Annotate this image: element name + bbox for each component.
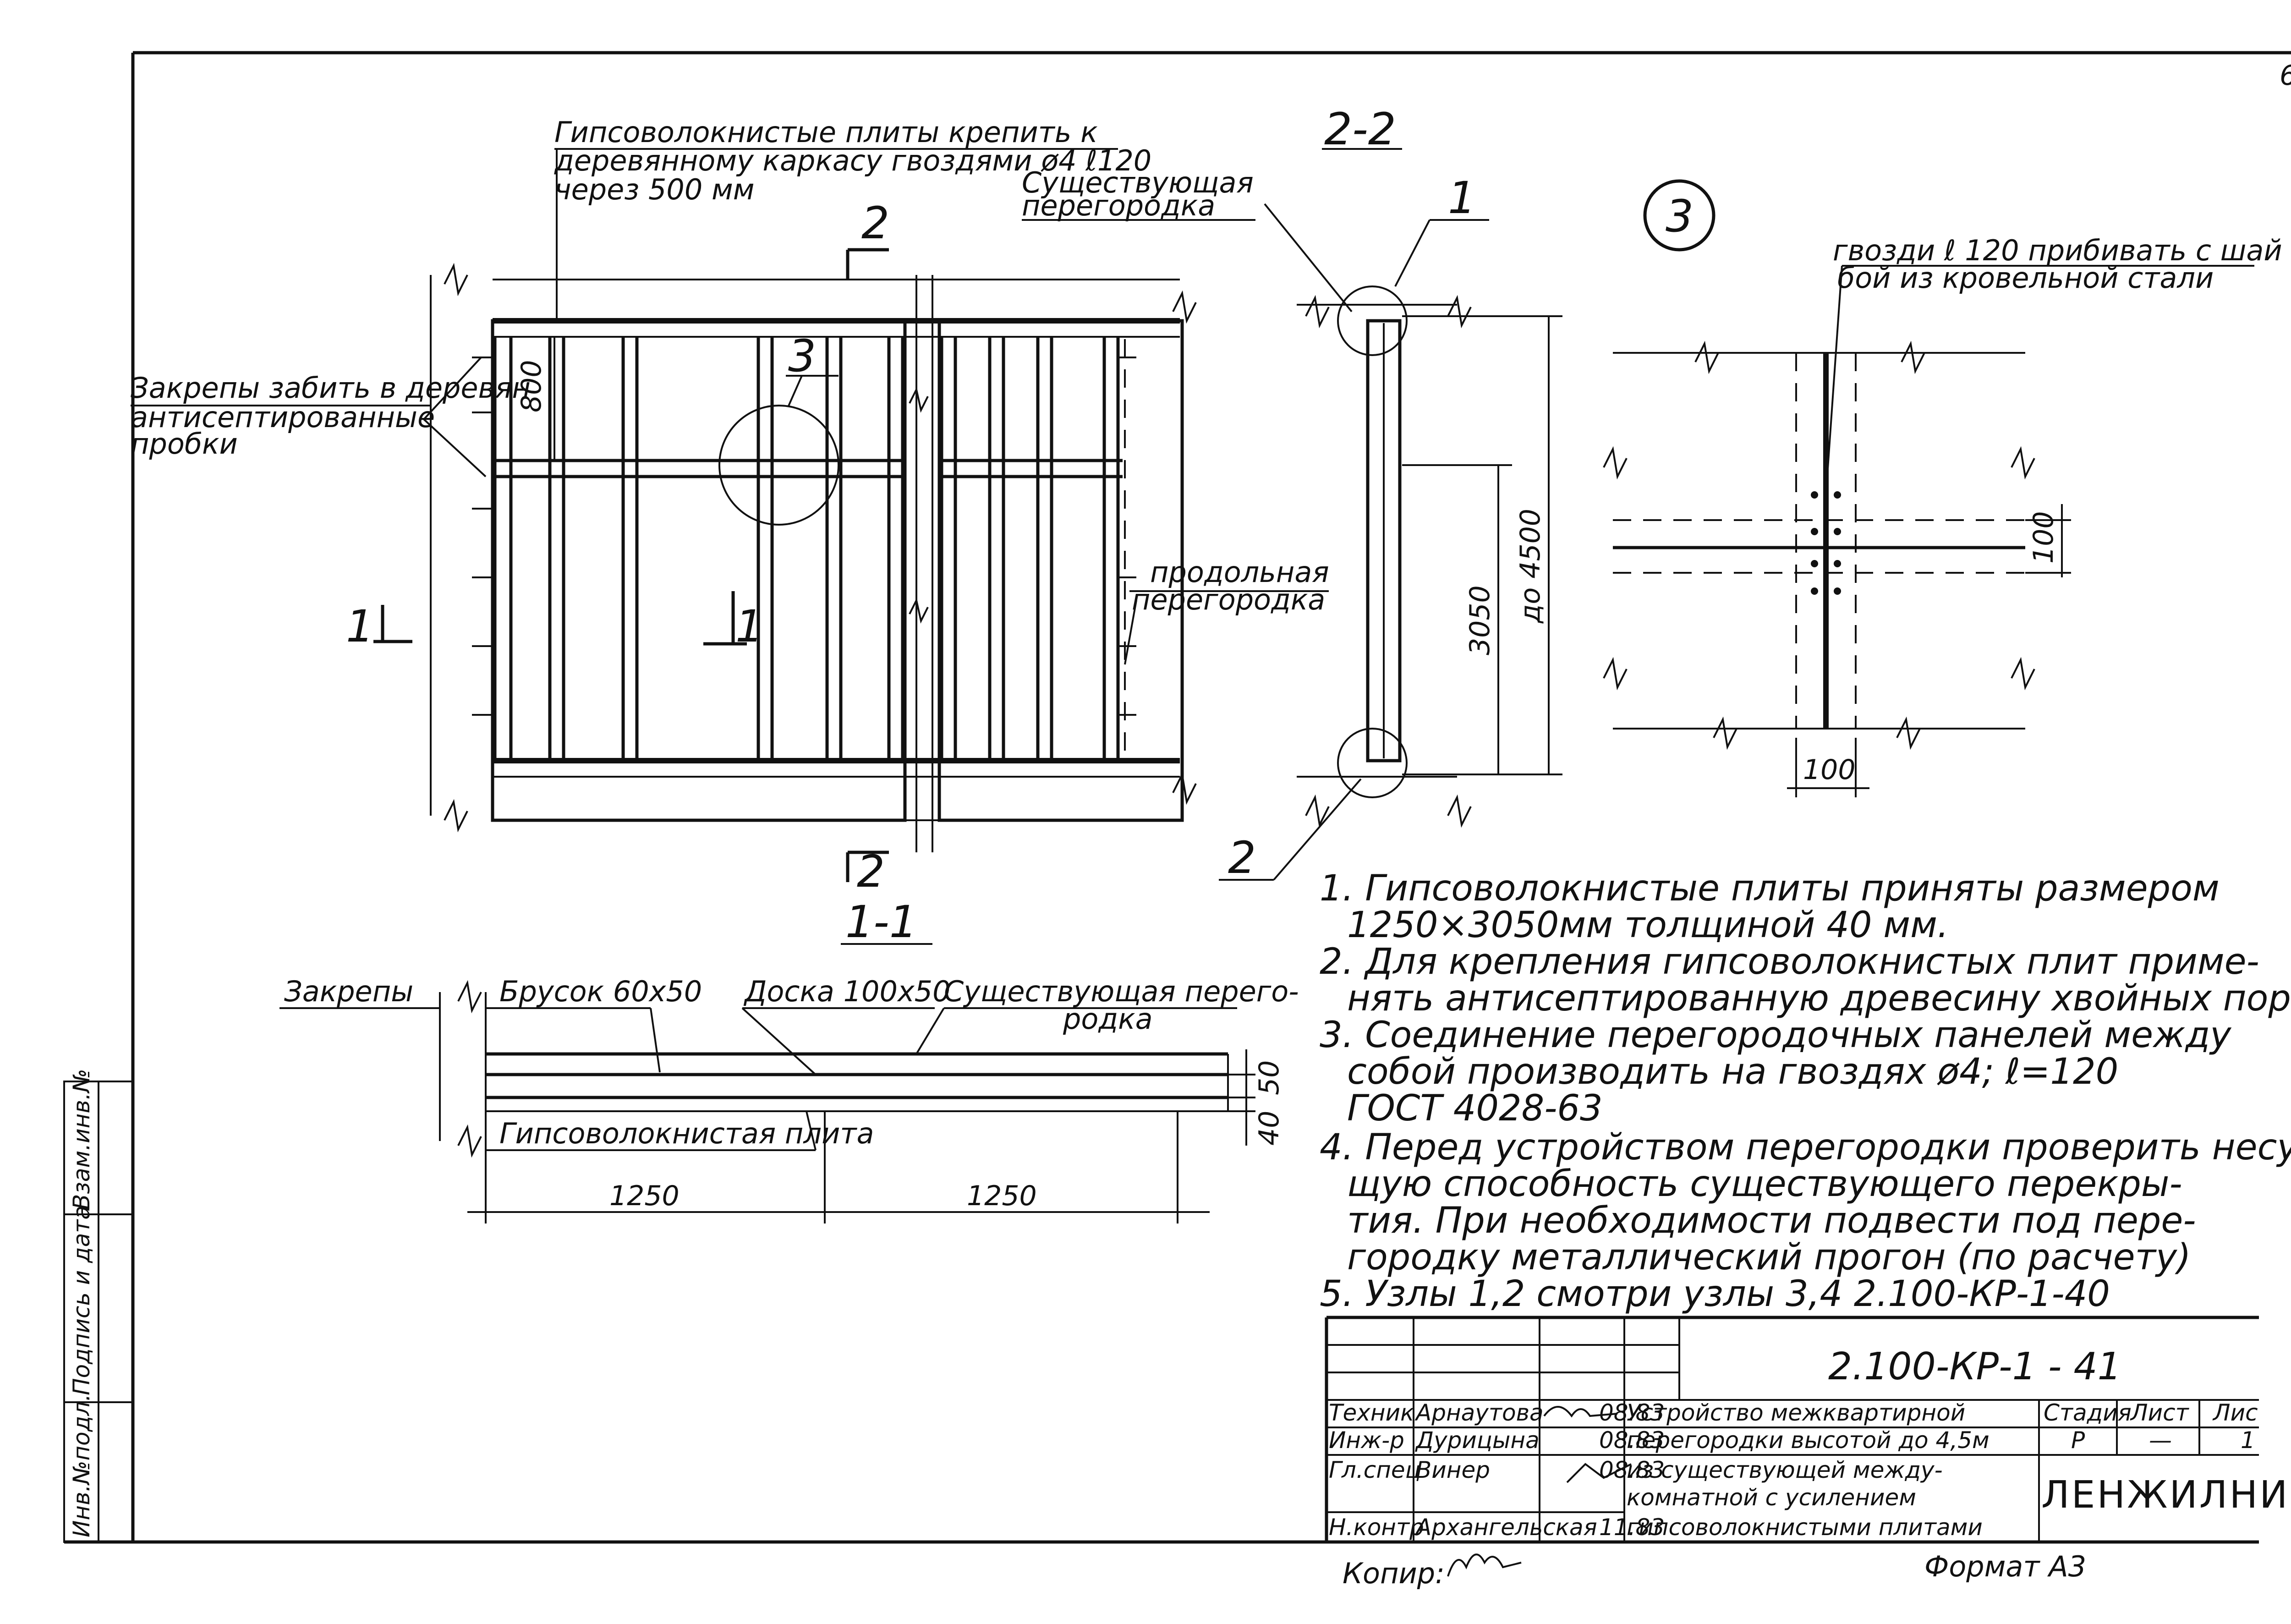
section-2-2-title: 2-2 xyxy=(1324,104,1396,155)
role-engineer: Инж-р xyxy=(1329,1427,1404,1454)
copier-signature xyxy=(1447,1553,1522,1577)
section-2-2 xyxy=(1022,148,1562,881)
sheets-label: Лис xyxy=(2212,1399,2258,1426)
label-existing-partition-1-1b: родка xyxy=(1063,1002,1153,1036)
organization-name: ЛЕНЖИЛНИИПРО xyxy=(2041,1473,2291,1517)
label-longitudinal-partition-1: продольная xyxy=(1150,555,1329,589)
stamp-inv-podl: Инв.№подл. xyxy=(68,1394,95,1537)
date-engineer: 08.83 xyxy=(1599,1427,1665,1454)
note-line-6: собой производить на гвоздях ø4; ℓ=120 xyxy=(1347,1051,2118,1092)
date-technician: 08.83 xyxy=(1599,1399,1665,1426)
role-technician: Техник xyxy=(1329,1399,1414,1426)
dimension-800: 800 xyxy=(515,360,548,412)
dimension-1250-a: 1250 xyxy=(609,1180,680,1212)
description-line-5: гипсоволокнистыми плитами xyxy=(1627,1514,1983,1541)
title-block xyxy=(1325,1316,2259,1542)
stage-value: Р xyxy=(2071,1427,2085,1454)
label-board-100x50: Доска 100x50 xyxy=(743,975,951,1008)
section-1-1-title: 1-1 xyxy=(845,896,917,948)
label-fastening-3: пробки xyxy=(131,427,238,461)
dimension-50: 50 xyxy=(1253,1060,1285,1095)
note-line-10: тия. При необходимости подвести под пере… xyxy=(1347,1200,2196,1241)
label-bar-60x50: Брусок 60x50 xyxy=(499,975,702,1008)
note-line-2: 1250×3050мм толщиной 40 мм. xyxy=(1347,905,1949,946)
note-line-11: городку металлический прогон (по расчету… xyxy=(1347,1237,2191,1278)
description-line-2: перегородки высотой до 4,5м xyxy=(1627,1427,1990,1454)
sheet-format: Формат А3 xyxy=(1924,1550,2086,1583)
label-existing-partition-2: перегородка xyxy=(1022,189,1215,222)
node-3-detail xyxy=(1603,179,2254,797)
dimension-4500: до 4500 xyxy=(1514,509,1546,624)
note-line-4: нять антисептированную древесину хвойных… xyxy=(1347,978,2291,1019)
role-chief-specialist: Гл.спец xyxy=(1329,1457,1421,1483)
note-line-12: 5. Узлы 1,2 смотри узлы 3,4 2.100-КР-1-4… xyxy=(1320,1273,2110,1315)
label-fasteners: Закрепы xyxy=(284,975,413,1008)
sheet-label: Лист xyxy=(2130,1399,2190,1426)
node-3-callout: 3 xyxy=(788,330,816,382)
label-nails-2: бой из кровельной стали xyxy=(1837,261,2214,295)
note-line-5: 3. Соединение перегородочных панелей меж… xyxy=(1320,1015,2232,1056)
name-norm-control: Архангельская xyxy=(1414,1514,1597,1541)
description-line-4: комнатной с усилением xyxy=(1627,1484,1916,1511)
note-gvp-fastening-1: Гипсоволокнистые плиты крепить к xyxy=(554,115,1098,149)
callout-1: 1 xyxy=(1448,172,1476,224)
dimension-100-horizontal: 100 xyxy=(1803,754,1856,786)
section-mark-2-bottom: 2 xyxy=(857,846,885,897)
dimension-1250-b: 1250 xyxy=(967,1180,1037,1212)
note-line-1: 1. Гипсоволокнистые плиты приняты размер… xyxy=(1320,868,2220,909)
stamp-signature-date: Подпись и дата xyxy=(68,1206,95,1395)
label-nails-1: гвозди ℓ 120 прибивать с шай xyxy=(1833,234,2282,267)
date-chief-specialist: 08.83 xyxy=(1599,1457,1665,1483)
note-line-3: 2. Для крепления гипсоволокнистых плит п… xyxy=(1320,941,2259,982)
dimension-100-vertical: 100 xyxy=(2028,511,2060,564)
section-mark-1-mid: 1 xyxy=(735,601,763,652)
callout-2: 2 xyxy=(1228,832,1256,883)
note-line-8: 4. Перед устройством перегородки провери… xyxy=(1320,1127,2291,1168)
dimension-40: 40 xyxy=(1253,1111,1285,1146)
stage-label: Стадия xyxy=(2044,1399,2132,1426)
section-1-1 xyxy=(280,943,1255,1223)
description-line-3: из существующей между- xyxy=(1627,1457,1943,1483)
name-engineer: Дурицына xyxy=(1415,1427,1540,1454)
note-line-9: щую способность существующего перекры- xyxy=(1347,1163,2182,1205)
stamp-replacement-inv: Взам.инв.№ xyxy=(68,1069,95,1210)
sheet-frame xyxy=(63,51,2291,1544)
note-line-7: ГОСТ 4028-63 xyxy=(1347,1088,1603,1129)
drawing-code: 2.100-КР-1 - 41 xyxy=(1828,1345,2121,1388)
partition-elevation xyxy=(373,148,1329,882)
role-norm-control: Н.контр xyxy=(1329,1514,1424,1541)
date-norm-control: 11.83 xyxy=(1599,1514,1665,1541)
label-existing-partition-1-1a: Существующая перего- xyxy=(944,975,1299,1008)
sheet-value: — xyxy=(2149,1427,2172,1454)
label-gypsum-plate: Гипсоволокнистая плита xyxy=(499,1117,874,1150)
label-longitudinal-partition-2: перегородка xyxy=(1132,583,1325,616)
section-mark-1-left: 1 xyxy=(346,601,374,652)
general-notes: 1. Гипсоволокнистые плиты приняты размер… xyxy=(1320,868,2291,1315)
node-3-number: 3 xyxy=(1666,191,1694,242)
signature-marks xyxy=(1543,1406,1632,1483)
name-chief-specialist: Винер xyxy=(1416,1457,1490,1483)
label-fastening-1: Закрепы забить в деревян xyxy=(131,371,531,405)
description-line-1: Устройство межквартирной xyxy=(1627,1399,1965,1426)
name-technician: Арнаутова xyxy=(1414,1399,1544,1426)
dimension-3050: 3050 xyxy=(1464,585,1496,655)
copied-by-label: Копир: xyxy=(1343,1557,1445,1590)
section-mark-2-top: 2 xyxy=(861,198,889,249)
label-existing-partition-1: Существующая xyxy=(1022,166,1254,199)
sheets-value: 1 xyxy=(2241,1427,2255,1454)
note-gvp-fastening-3: через 500 мм xyxy=(554,173,755,206)
page-number: 6 xyxy=(2280,60,2291,92)
